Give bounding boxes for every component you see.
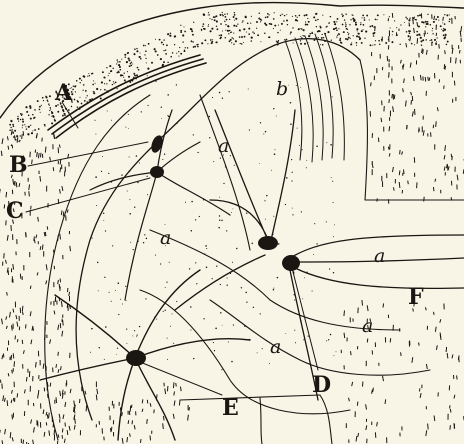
right-region-boundary (360, 60, 464, 200)
neuron-body-e (126, 350, 146, 366)
leader-line-b (28, 142, 148, 166)
neuron-body-c (150, 166, 164, 178)
label-a-upper: A (54, 80, 73, 106)
leader-line-d (292, 268, 318, 370)
label-f-upper: F (408, 284, 424, 310)
label-a-lower-4: a (362, 315, 373, 337)
label-a-lower-2: a (160, 227, 171, 249)
neuron-body-d (282, 255, 300, 271)
tissue-dash-texture (0, 13, 464, 444)
label-a-lower-3: a (374, 245, 385, 267)
label-a-lower-5: a (270, 336, 281, 358)
leader-line-c (26, 178, 150, 212)
label-d-upper: D (312, 372, 331, 398)
inner-boundary-left (45, 95, 150, 440)
axon-paths (140, 95, 430, 414)
grey-matter-boundary (76, 39, 360, 420)
label-b-upper: B (9, 152, 28, 178)
label-b-lower: b (276, 78, 288, 100)
label-c-upper: C (6, 198, 24, 224)
label-a-lower-1: a (218, 135, 229, 157)
neuron-body-d-upper (258, 236, 278, 250)
tissue-stipple-texture (9, 12, 450, 370)
fiber-bundle-b (285, 34, 344, 162)
label-e-upper: E (222, 395, 239, 421)
